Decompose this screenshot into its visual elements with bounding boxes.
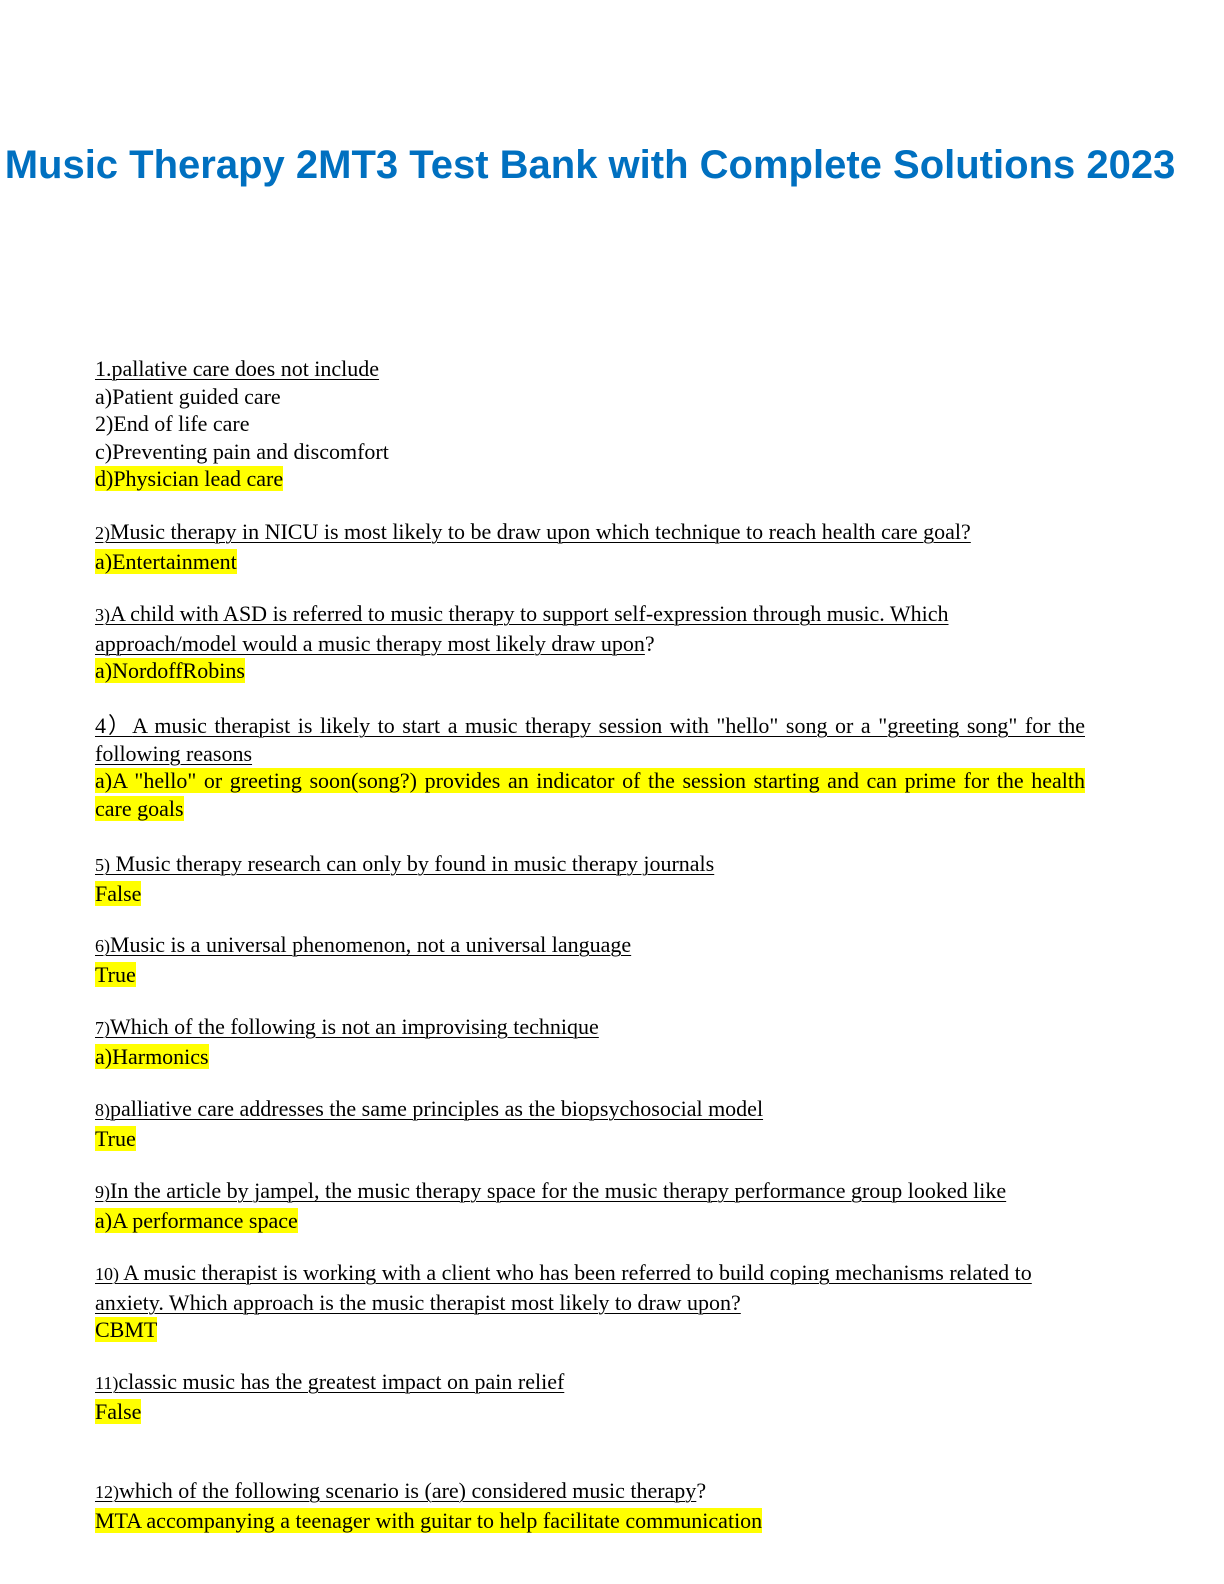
option: a)Patient guided care: [95, 383, 281, 409]
question-11: 11)classic music has the greatest impact…: [95, 1368, 1085, 1425]
answer-highlight: a)A performance space: [95, 1207, 298, 1233]
question-text: 7)Which of the following is not an impro…: [95, 1014, 599, 1039]
document-title: Music Therapy 2MT3 Test Bank with Comple…: [4, 143, 1176, 187]
question-12: 12)which of the following scenario is (a…: [95, 1478, 763, 1533]
question-8: 8)palliative care addresses the same pri…: [95, 1095, 1085, 1152]
answer-highlight: True: [95, 1125, 136, 1151]
question-5: 5) Music therapy research can only by fo…: [95, 850, 1085, 907]
question-text: 5) Music therapy research can only by fo…: [95, 851, 715, 876]
option: 2)End of life care: [95, 411, 250, 436]
answer-highlight: a)NordoffRobins: [95, 658, 245, 683]
question-9: 9)In the article by jampel, the music th…: [95, 1177, 1085, 1234]
answer-highlight: a)Entertainment: [95, 548, 237, 574]
question-text: 2)Music therapy in NICU is most likely t…: [95, 519, 971, 544]
question-6: 6)Music is a universal phenomenon, not a…: [95, 931, 1085, 988]
question-10: 10) A music therapist is working with a …: [95, 1259, 1035, 1344]
question-1: 1.pallative care does not include a)Pati…: [95, 355, 1085, 493]
question-4: 4）A music therapist is likely to start a…: [95, 712, 1085, 822]
question-3: 3)A child with ASD is referred to music …: [95, 601, 949, 683]
answer-highlight: d)Physician lead care: [95, 466, 284, 491]
answer-highlight: a)A "hello" or greeting soon(song?) prov…: [95, 768, 1085, 821]
question-2: 2)Music therapy in NICU is most likely t…: [95, 518, 1085, 575]
question-text: 9)In the article by jampel, the music th…: [95, 1178, 1007, 1203]
answer-highlight: CBMT: [95, 1317, 158, 1342]
question-text: 10) A music therapist is working with a …: [95, 1260, 1032, 1315]
answer-highlight: a)Harmonics: [95, 1043, 209, 1069]
question-text: 6)Music is a universal phenomenon, not a…: [95, 932, 632, 957]
answer-highlight: False: [95, 880, 142, 906]
question-text: 4）A music therapist is likely to start a…: [95, 713, 1085, 766]
question-text: 11)classic music has the greatest impact…: [95, 1369, 565, 1394]
answer-highlight: False: [95, 1398, 142, 1424]
question-text: 1.pallative care does not include: [95, 356, 380, 381]
question-text: 8)palliative care addresses the same pri…: [95, 1096, 764, 1121]
question-text: 12)which of the following scenario is (a…: [95, 1478, 697, 1503]
question-7: 7)Which of the following is not an impro…: [95, 1013, 1085, 1070]
answer-highlight: MTA accompanying a teenager with guitar …: [95, 1507, 763, 1533]
answer-highlight: True: [95, 961, 136, 987]
option: c)Preventing pain and discomfort: [95, 438, 389, 464]
question-text: 3)A child with ASD is referred to music …: [95, 601, 949, 656]
